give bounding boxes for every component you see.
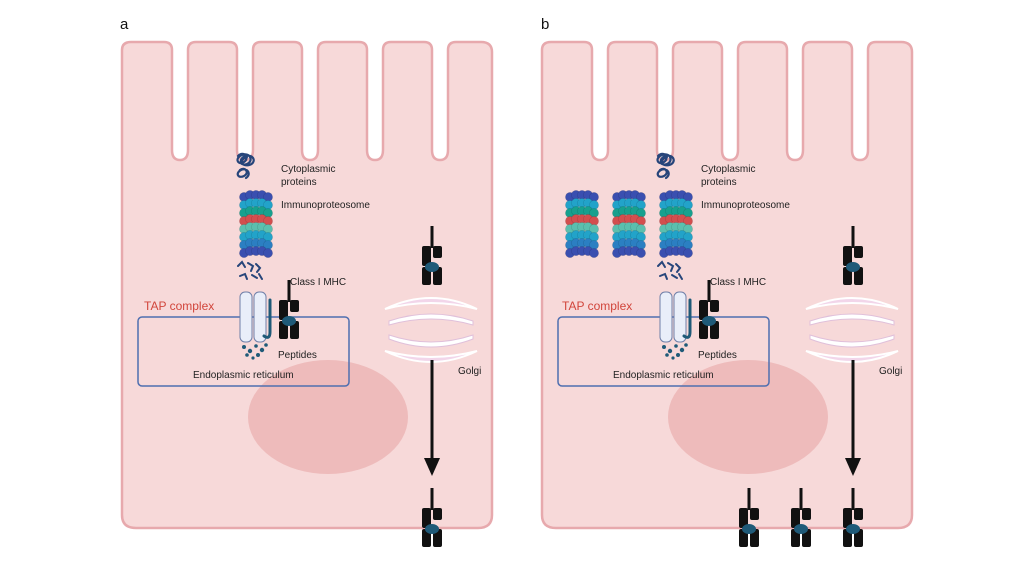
peptide-fragments-icon <box>662 343 688 360</box>
proteins-label: proteins <box>701 177 737 188</box>
tap-complex-label: TAP complex <box>144 299 214 313</box>
immunoproteasome-icon <box>565 190 599 258</box>
er-label: Endoplasmic reticulum <box>613 370 714 381</box>
tap-complex-label: TAP complex <box>562 299 632 313</box>
transport-arrow-icon <box>845 360 861 476</box>
immunoproteosome-label: Immunoproteosome <box>701 200 790 211</box>
peptide-fragments-icon <box>657 260 683 280</box>
er-label: Endoplasmic reticulum <box>193 370 294 381</box>
panel-b: b Cytoplasmic proteins Immunoproteosome … <box>540 16 914 547</box>
peptide-fragments-icon <box>242 343 268 360</box>
peptides-label: Peptides <box>278 350 317 361</box>
cytoplasmic-label: Cytoplasmic <box>281 164 335 175</box>
tap-transporter-icon <box>239 291 272 343</box>
immunoproteasome-icon <box>612 190 646 258</box>
nucleus <box>248 360 408 474</box>
golgi-label: Golgi <box>879 366 902 377</box>
immunoproteosome-label: Immunoproteosome <box>281 200 370 211</box>
proteins-label: proteins <box>281 177 317 188</box>
peptide-fragments-icon <box>237 260 263 280</box>
golgi-apparatus-icon <box>384 297 478 363</box>
immunoproteasome-icon <box>239 190 273 258</box>
panel-letter-a: a <box>120 16 129 33</box>
nucleus <box>668 360 828 474</box>
cytoplasmic-label: Cytoplasmic <box>701 164 755 175</box>
cytoplasmic-protein-coil-icon <box>236 152 255 180</box>
panel-letter-b: b <box>541 16 549 33</box>
tap-transporter-icon <box>659 291 692 343</box>
golgi-label: Golgi <box>458 366 481 377</box>
panel-a: a Cytoplasmic proteins Immunoproteosome … <box>120 16 494 547</box>
peptides-label: Peptides <box>698 350 737 361</box>
transport-arrow-icon <box>424 360 440 476</box>
class-i-mhc-label: Class I MHC <box>290 277 346 288</box>
golgi-apparatus-icon <box>805 297 899 363</box>
class-i-mhc-label: Class I MHC <box>710 277 766 288</box>
immunoproteasome-icon <box>659 190 693 258</box>
cytoplasmic-protein-coil-icon <box>656 152 675 180</box>
